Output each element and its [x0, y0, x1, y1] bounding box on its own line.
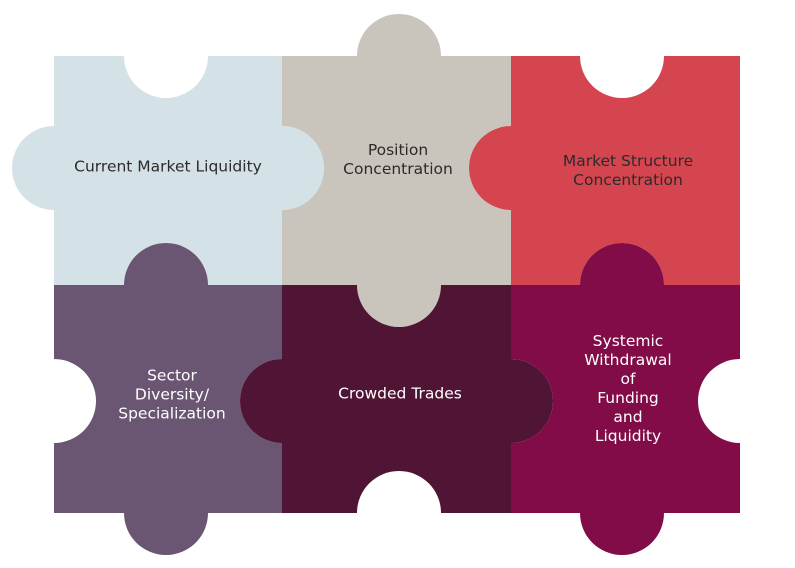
label-sector-diversity-specialization: Sector Diversity/ Specialization [118, 366, 226, 423]
label-systemic-withdrawal: Systemic Withdrawal of Funding and Liqui… [584, 332, 672, 445]
label-crowded-trades: Crowded Trades [338, 384, 462, 403]
piece-crowded-trades [240, 285, 553, 513]
piece-systemic-withdrawal [511, 243, 740, 555]
piece-sector-diversity-specialization [54, 243, 282, 555]
label-position-concentration: Position Concentration [343, 141, 453, 178]
label-current-market-liquidity: Current Market Liquidity [74, 157, 262, 176]
piece-position-concentration [282, 14, 511, 327]
piece-current-market-liquidity [12, 56, 324, 285]
piece-market-structure-concentration [469, 56, 740, 285]
label-market-structure-concentration: Market Structure Concentration [562, 152, 694, 189]
